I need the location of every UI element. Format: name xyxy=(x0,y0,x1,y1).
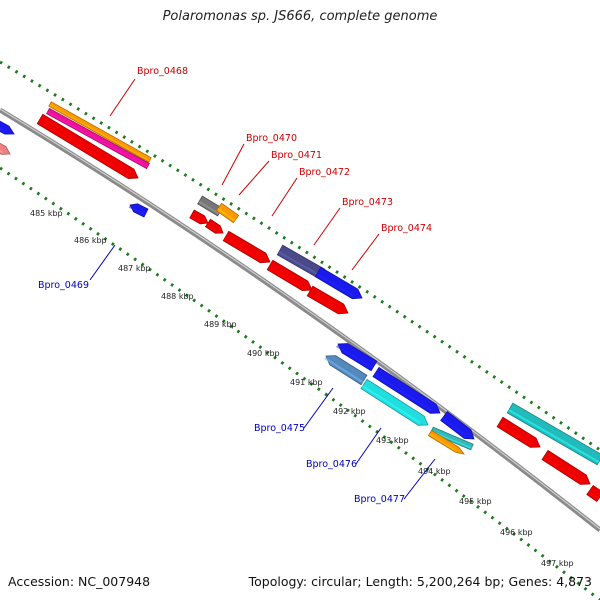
gene-features xyxy=(0,101,600,503)
gene-label-bpro-0469[interactable]: Bpro_0469 xyxy=(38,280,89,291)
label-leader-line xyxy=(89,244,116,281)
gene-feature-shine xyxy=(190,215,202,223)
gene-feature-shine xyxy=(316,273,355,298)
gene-feature-shine xyxy=(0,127,7,133)
gene-feature-shine xyxy=(362,385,421,424)
gene-feature-18[interactable] xyxy=(372,366,441,414)
gene-feature-25[interactable] xyxy=(541,449,591,485)
accession-text: Accession: NC_007948 xyxy=(8,574,151,589)
label-leader-line xyxy=(221,143,245,186)
label-leader-line xyxy=(403,458,436,500)
label-leader-line xyxy=(355,427,382,465)
gene-label-bpro-0471[interactable]: Bpro_0471 xyxy=(271,150,322,161)
gene-label-bpro-0472[interactable]: Bpro_0472 xyxy=(299,167,350,178)
gene-feature-shine xyxy=(38,120,131,177)
gene-feature-8[interactable] xyxy=(215,202,240,224)
gene-label-bpro-0476[interactable]: Bpro_0476 xyxy=(306,459,357,470)
gene-feature-24[interactable] xyxy=(496,416,541,448)
gene-feature-shine xyxy=(224,237,263,262)
kbp-tick-label: 487 kbp xyxy=(118,264,151,273)
kbp-tick-label: 492 kbp xyxy=(333,407,366,416)
label-leader-line xyxy=(238,160,270,196)
label-leader-line xyxy=(351,233,380,271)
kbp-tick-label: 494 kbp xyxy=(418,467,451,476)
gene-feature-shine xyxy=(198,200,220,215)
gene-feature-shine xyxy=(217,207,236,222)
kbp-tick-label: 493 kbp xyxy=(376,436,409,445)
gene-feature-20[interactable] xyxy=(440,411,475,440)
kbp-tick-label: 488 kbp xyxy=(161,292,194,301)
label-leader-line xyxy=(271,177,298,217)
gene-feature-shine xyxy=(428,433,457,452)
gene-feature-shine xyxy=(206,223,218,232)
gene-feature-6[interactable] xyxy=(129,203,149,218)
kbp-tick-label: 486 kbp xyxy=(74,236,107,245)
kbp-tick-label: 497 kbp xyxy=(541,559,574,568)
gene-feature-shine xyxy=(498,423,533,446)
gene-feature-shine xyxy=(128,205,146,216)
gene-feature-19[interactable] xyxy=(360,378,429,426)
kbp-tick-labels: 485 kbp 486 kbp 487 kbp 488 kbp 489 kbp 490 k… xyxy=(30,209,574,568)
kbp-tick-label: 490 kbp xyxy=(247,349,280,358)
gene-feature-9[interactable] xyxy=(189,209,209,225)
gene-feature-13[interactable] xyxy=(314,266,363,300)
inner-tick-ring xyxy=(0,166,600,600)
kbp-tick-label: 489 kbp xyxy=(204,320,237,329)
map-title: Polaromonas sp. JS666, complete genome xyxy=(162,9,438,24)
gene-label-bpro-0475[interactable]: Bpro_0475 xyxy=(254,423,305,434)
gene-feature-shine xyxy=(543,456,583,483)
genome-backbone xyxy=(0,107,600,532)
gene-feature-shine xyxy=(47,111,148,168)
gene-label-bpro-0470[interactable]: Bpro_0470 xyxy=(246,133,297,144)
gene-feature-shine xyxy=(49,104,150,162)
gene-label-bpro-0468[interactable]: Bpro_0468 xyxy=(137,66,188,77)
gene-feature-shine xyxy=(441,417,467,437)
kbp-tick-label: 491 kbp xyxy=(290,378,323,387)
gene-feature-shine xyxy=(587,491,600,500)
gene-feature-22[interactable] xyxy=(427,429,465,455)
gene-feature-shine xyxy=(324,357,364,384)
gene-feature-shine xyxy=(308,292,341,313)
genome-backbone-highlight xyxy=(0,108,600,530)
gene-feature-shine xyxy=(0,149,4,154)
gene-feature-shine xyxy=(268,266,305,289)
gene-feature-11[interactable] xyxy=(222,230,271,264)
gene-label-bpro-0473[interactable]: Bpro_0473 xyxy=(342,197,393,208)
gene-feature-shine xyxy=(278,251,322,278)
gene-feature-10[interactable] xyxy=(204,218,224,234)
gene-feature-15[interactable] xyxy=(306,285,349,315)
kbp-tick-label: 485 kbp xyxy=(30,209,63,218)
gene-feature-shine xyxy=(508,409,600,464)
gene-feature-1[interactable] xyxy=(0,118,15,135)
outer-tick-ring xyxy=(0,60,600,452)
gene-feature-14[interactable] xyxy=(266,259,313,292)
label-leader-lines xyxy=(89,78,436,500)
gene-label-bpro-0474[interactable]: Bpro_0474 xyxy=(381,223,432,234)
gene-feature-shine xyxy=(336,345,374,370)
gene-feature-5[interactable] xyxy=(36,113,139,180)
genome-summary-text: Topology: circular; Length: 5,200,264 bp… xyxy=(248,574,592,589)
gene-label-bpro-0477[interactable]: Bpro_0477 xyxy=(354,494,405,505)
label-leader-line xyxy=(313,207,341,246)
label-leader-line xyxy=(303,387,334,429)
kbp-tick-label: 496 kbp xyxy=(500,528,533,537)
gene-feature-shine xyxy=(374,373,433,412)
kbp-tick-label: 495 kbp xyxy=(459,497,492,506)
label-leader-line xyxy=(109,78,136,117)
